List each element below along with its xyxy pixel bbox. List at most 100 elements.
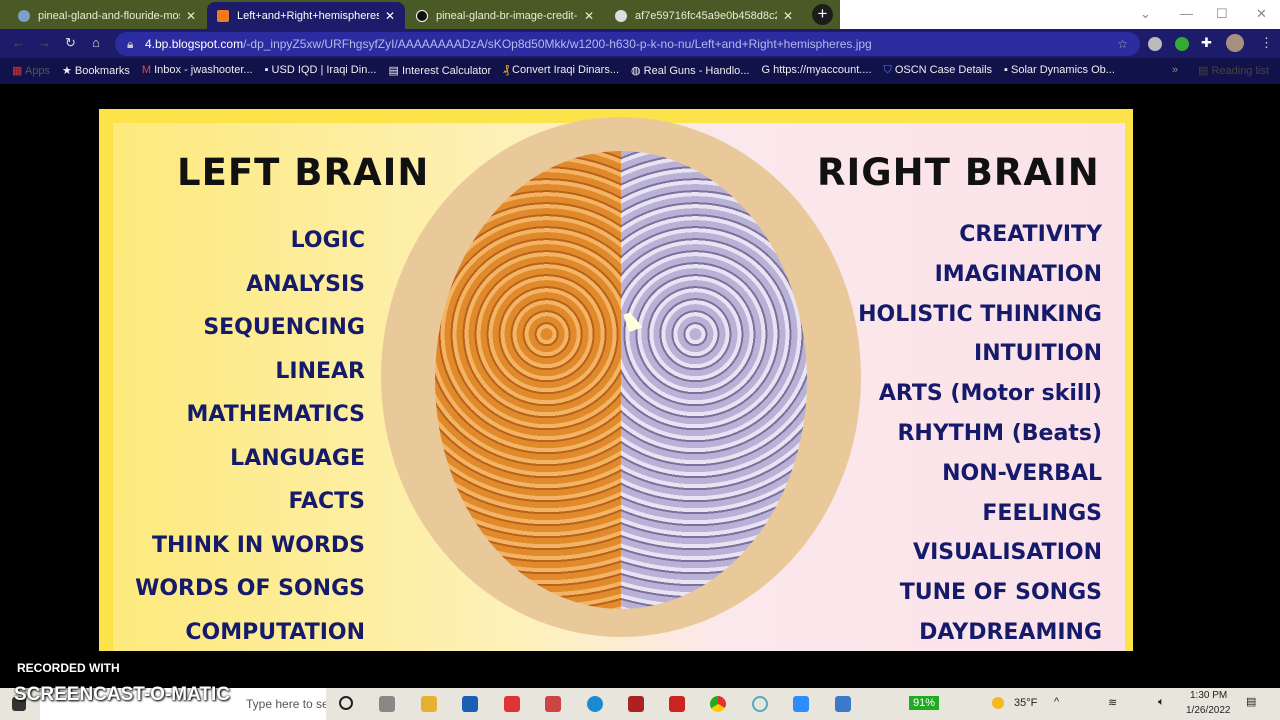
clock-time[interactable]: 1:30 PM — [1190, 690, 1228, 701]
tab-hemispheres[interactable]: Left+and+Right+hemispheres.jpg✕ — [207, 2, 405, 29]
taskbar-search-input[interactable]: Type here to search — [40, 688, 326, 720]
right-brain-item: FEELINGS — [982, 500, 1102, 526]
bookmarks-list: ▦ Apps ★ Bookmarks M Inbox - jwashooter.… — [12, 64, 1162, 77]
bookmark-usd-iqd[interactable]: ▪ USD IQD | Iraqi Din... — [264, 64, 377, 76]
bookmark-inbox[interactable]: M Inbox - jwashooter... — [141, 64, 253, 76]
left-brain-item: WORDS OF SONGS — [135, 576, 365, 601]
photos-icon[interactable] — [835, 696, 851, 712]
left-brain-item: MATHEMATICS — [186, 402, 365, 427]
close-tab-icon[interactable]: ✕ — [185, 8, 196, 23]
notifications-icon[interactable]: ▤ — [1246, 696, 1257, 708]
tab-search-icon[interactable]: ⌄ — [1140, 6, 1151, 21]
maximize-button[interactable]: ☐ — [1216, 6, 1228, 21]
profile-avatar[interactable] — [1226, 34, 1244, 52]
close-tab-icon[interactable]: ✕ — [583, 8, 594, 23]
right-brain-item: CREATIVITY — [959, 222, 1102, 247]
close-tab-icon[interactable]: ✕ — [782, 8, 793, 23]
address-bar[interactable]: 🔒︎4.bp.blogspot.com/-dp_inpyZ5xw/URFhgsy… — [115, 32, 1140, 56]
apps-grid-icon: ▦ — [12, 65, 23, 77]
right-brain-item: HOLISTIC THINKING — [858, 301, 1102, 327]
bookmark-oscn[interactable]: ⛉ OSCN Case Details — [883, 64, 993, 76]
cortana-icon[interactable] — [339, 696, 353, 710]
zoom-icon[interactable] — [793, 696, 809, 712]
page-icon — [416, 9, 428, 22]
bookmark-solar-dynamics[interactable]: ▪ Solar Dynamics Ob... — [1004, 64, 1115, 76]
menu-icon[interactable]: ⋮ — [1260, 35, 1273, 50]
extension-w-icon[interactable] — [1148, 37, 1162, 51]
globe-icon — [18, 9, 30, 22]
clock-date[interactable]: 1/26/2022 — [1186, 705, 1231, 716]
edge-icon[interactable] — [587, 696, 603, 712]
bookmark-apps[interactable]: ▦ Apps — [12, 65, 50, 77]
bookmark-interest-calculator[interactable]: ▤ Interest Calculator — [388, 65, 492, 77]
app-icon[interactable] — [504, 696, 520, 712]
bookmark-star-icon[interactable]: ☆ — [1117, 37, 1128, 51]
right-brain-item: ARTS (Motor skill) — [878, 381, 1102, 407]
left-brain-item: SEQUENCING — [203, 315, 365, 340]
left-brain-item: THINK IN WORDS — [152, 532, 365, 558]
bookmark-bookmarks[interactable]: ★ Bookmarks — [61, 65, 130, 77]
screencast-icon[interactable] — [752, 696, 768, 712]
right-brain-item: VISUALISATION — [913, 540, 1102, 566]
globe-icon — [615, 9, 627, 22]
access-icon[interactable] — [628, 696, 644, 712]
gmail-icon: M — [141, 64, 152, 76]
lock-icon: 🔒︎ — [127, 37, 134, 51]
blogger-icon — [217, 9, 229, 22]
recorded-with-label: RECORDED WITH — [17, 661, 120, 675]
store-icon[interactable] — [462, 696, 478, 712]
weather-icon[interactable] — [992, 697, 1004, 709]
windows-start-icon[interactable] — [12, 697, 26, 711]
taskbar: Type here to search 91% 35°F ^ ≋ 🔈︎ 1:30… — [0, 688, 1280, 720]
tab-strip: pineal-gland-and-flouride-most✕ Left+and… — [0, 0, 840, 29]
right-brain-item: DAYDREAMING — [919, 619, 1102, 645]
weather-temp[interactable]: 35°F — [1014, 697, 1038, 709]
tab-pineal-image[interactable]: pineal-gland-br-image-credit-life✕ — [406, 2, 604, 29]
left-brain-item: COMPUTATION — [185, 619, 365, 645]
minimize-button[interactable]: — — [1180, 6, 1193, 21]
bookmark-convert-dinars[interactable]: ₰ Convert Iraqi Dinars... — [503, 64, 619, 76]
right-brain-item: IMAGINATION — [934, 261, 1102, 287]
right-brain-item: NON-VERBAL — [942, 460, 1102, 486]
left-brain-item: LANGUAGE — [230, 445, 365, 471]
right-brain-item: RHYTHM (Beats) — [897, 420, 1102, 446]
image-frame — [99, 109, 1133, 651]
volume-icon[interactable]: 🔈︎ — [1158, 696, 1165, 708]
google-icon: G — [761, 64, 771, 76]
show-hidden-icons[interactable]: ^ — [1054, 696, 1060, 708]
close-window-button[interactable]: ✕ — [1256, 6, 1267, 21]
pdf-icon[interactable] — [545, 696, 561, 712]
bookmark-real-guns[interactable]: ◍ Real Guns - Handlo... — [631, 65, 750, 77]
bookmarks-bar: ▦ Apps ★ Bookmarks M Inbox - jwashooter.… — [0, 58, 1280, 84]
screencast-logo: SCREENCAST-O-MATIC — [14, 684, 231, 705]
extension-check-icon[interactable] — [1175, 37, 1189, 51]
home-button[interactable]: ⌂ — [92, 35, 100, 50]
reload-button[interactable]: ↻ — [65, 35, 76, 50]
wifi-icon[interactable]: ≋ — [1108, 697, 1118, 709]
new-tab-button[interactable]: + — [812, 4, 833, 25]
left-brain-item: LINEAR — [275, 358, 365, 384]
right-brain-title: RIGHT BRAIN — [817, 151, 1100, 194]
back-button[interactable]: ← — [12, 35, 25, 50]
more-bookmarks-icon[interactable]: » — [1172, 64, 1179, 76]
reading-list[interactable]: ▤ Reading list — [1198, 65, 1269, 77]
tab-pineal-gland[interactable]: pineal-gland-and-flouride-most✕ — [8, 2, 206, 29]
close-tab-icon[interactable]: ✕ — [384, 8, 395, 23]
globe-icon: ◍ — [631, 65, 641, 77]
battery-indicator[interactable]: 91% — [909, 696, 940, 710]
extensions-puzzle-icon[interactable]: ✚ — [1201, 35, 1212, 50]
task-view-icon[interactable] — [379, 696, 395, 712]
app-s-icon[interactable] — [669, 696, 685, 712]
tab-af7e[interactable]: af7e59716fc45a9e0b458d8c20c8✕ — [605, 2, 803, 29]
left-brain-title: LEFT BRAIN — [177, 151, 430, 194]
calculator-icon: ▤ — [388, 65, 399, 77]
file-explorer-icon[interactable] — [421, 696, 437, 712]
forward-button[interactable]: → — [38, 35, 51, 50]
left-brain-item: LOGIC — [290, 228, 365, 253]
chrome-icon[interactable] — [710, 696, 726, 712]
currency-icon: ₰ — [503, 64, 509, 76]
bookmark-myaccount[interactable]: G https://myaccount.... — [761, 64, 872, 76]
